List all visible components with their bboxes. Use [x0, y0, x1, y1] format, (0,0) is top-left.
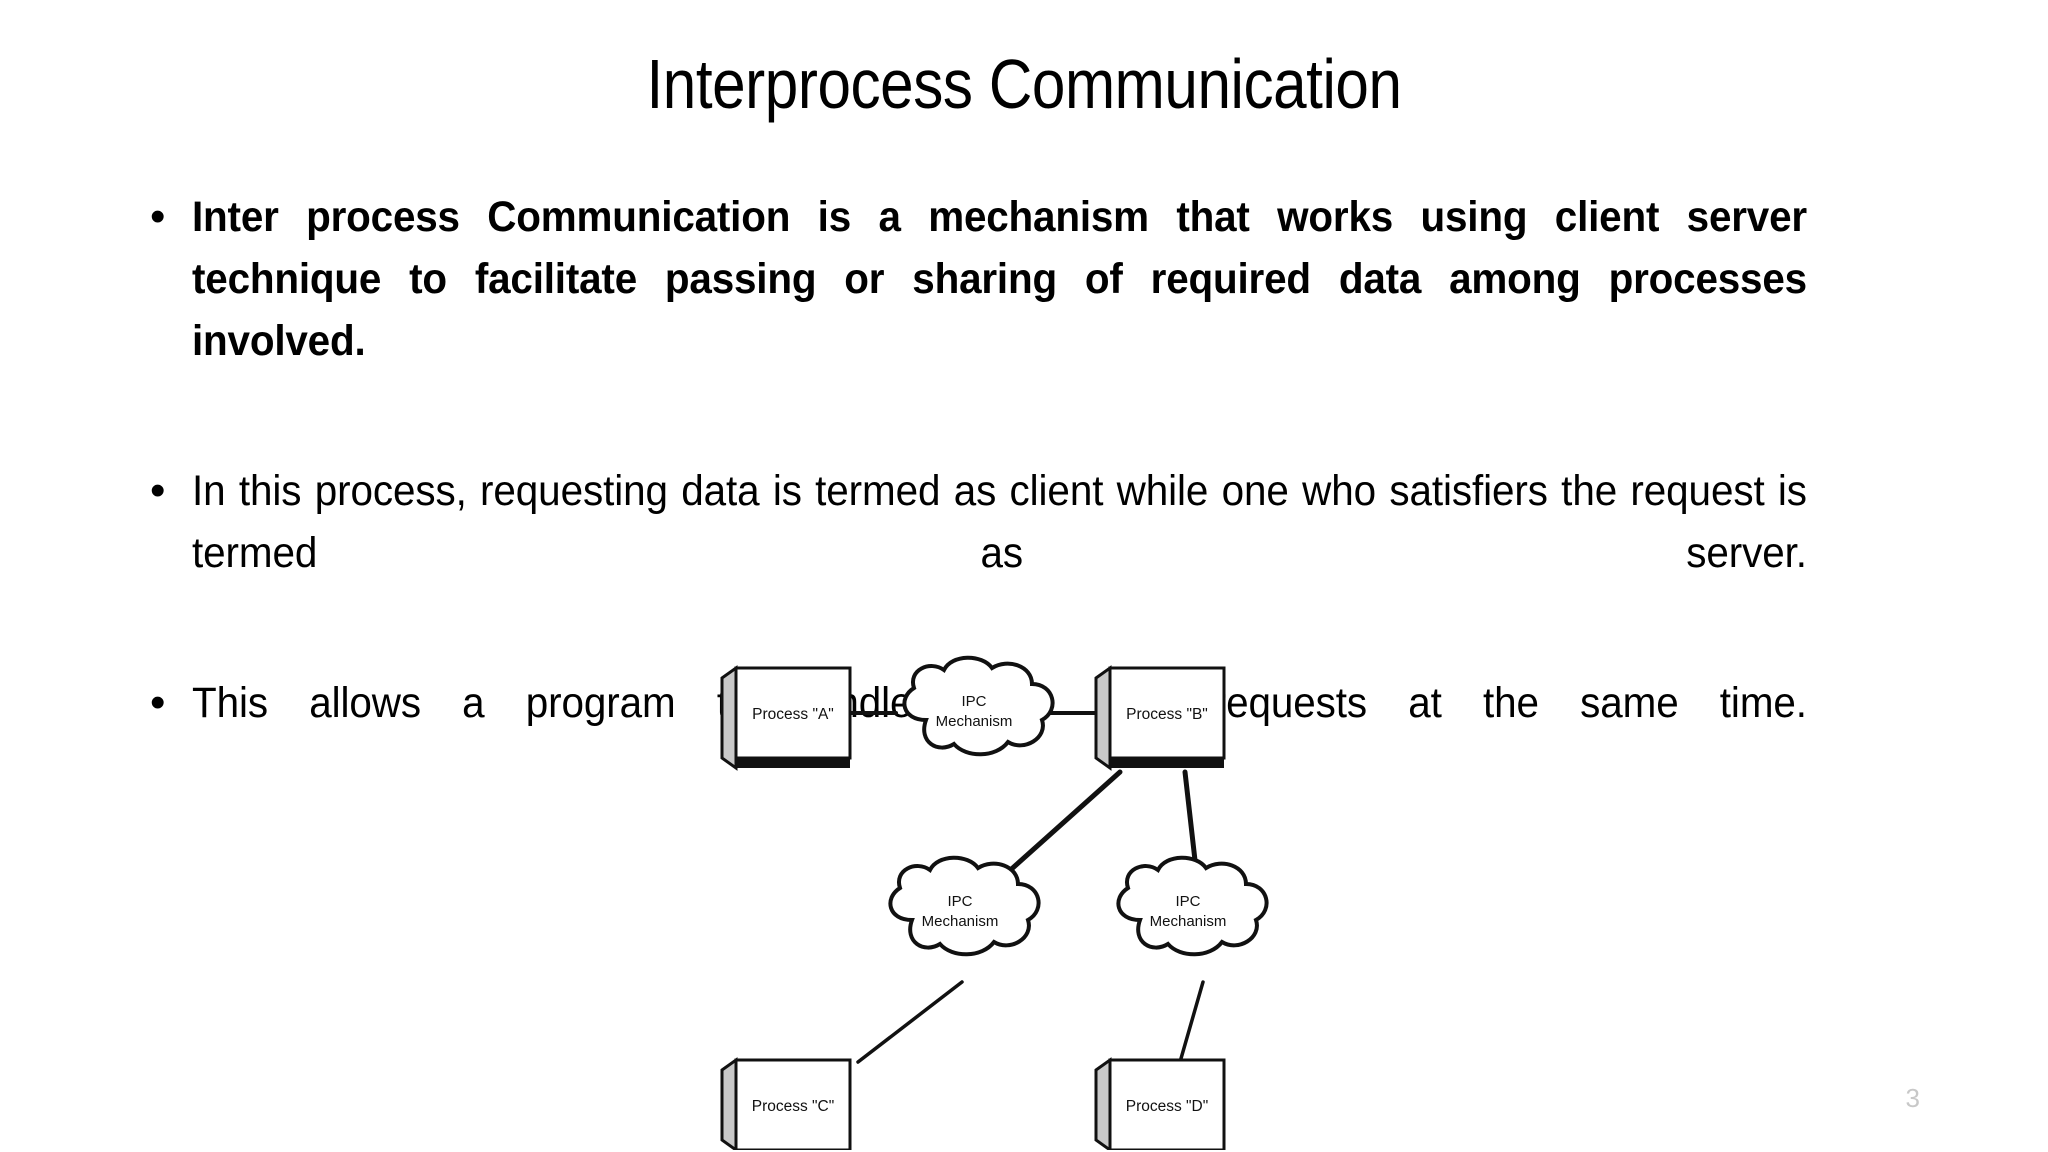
cloud-middle-left-line1: IPC: [947, 893, 972, 910]
process-box-b-label: Process "B": [1126, 706, 1208, 723]
bullet-marker-icon: •: [150, 678, 166, 727]
page-title: Interprocess Communication: [646, 45, 1402, 123]
list-item: • Inter process Communication is a mecha…: [150, 186, 1910, 434]
process-box-a-label: Process "A": [752, 706, 834, 723]
ipc-diagram: Process "A" IPC Mechanism Process "B" IP…: [700, 650, 1500, 1150]
cloud-top-line2: Mechanism: [936, 713, 1013, 730]
cloud-middle-right-line1: IPC: [1175, 893, 1200, 910]
bullet-text-2: In this process, requesting data is term…: [192, 467, 1807, 577]
connector-b-to-cloud-middle-left: [994, 769, 1123, 885]
bullet-text-1: Inter process Communication is a mechani…: [192, 193, 1807, 365]
connector-cloud-middle-left-to-c: [856, 980, 964, 1064]
cloud-middle-left: IPC Mechanism: [888, 855, 1041, 957]
connector-cloud-middle-right-to-d: [1178, 980, 1205, 1064]
bullet-marker-icon: •: [150, 192, 166, 241]
process-box-c: Process "C": [720, 1057, 852, 1150]
cloud-middle-left-line2: Mechanism: [922, 913, 999, 930]
page-number: 3: [1905, 1083, 1920, 1113]
process-box-b: Process "B": [1094, 665, 1226, 771]
cloud-middle-right-line2: Mechanism: [1150, 913, 1227, 930]
cloud-top-line1: IPC: [961, 693, 986, 710]
process-box-c-label: Process "C": [752, 1098, 835, 1115]
process-box-d-label: Process "D": [1126, 1098, 1209, 1115]
process-box-a: Process "A": [720, 665, 852, 771]
list-item: • In this process, requesting data is te…: [150, 460, 1910, 646]
cloud-top: IPC Mechanism: [902, 655, 1055, 757]
process-box-d: Process "D": [1094, 1057, 1226, 1150]
bullet-marker-icon: •: [150, 466, 166, 515]
cloud-middle-right: IPC Mechanism: [1116, 855, 1269, 957]
